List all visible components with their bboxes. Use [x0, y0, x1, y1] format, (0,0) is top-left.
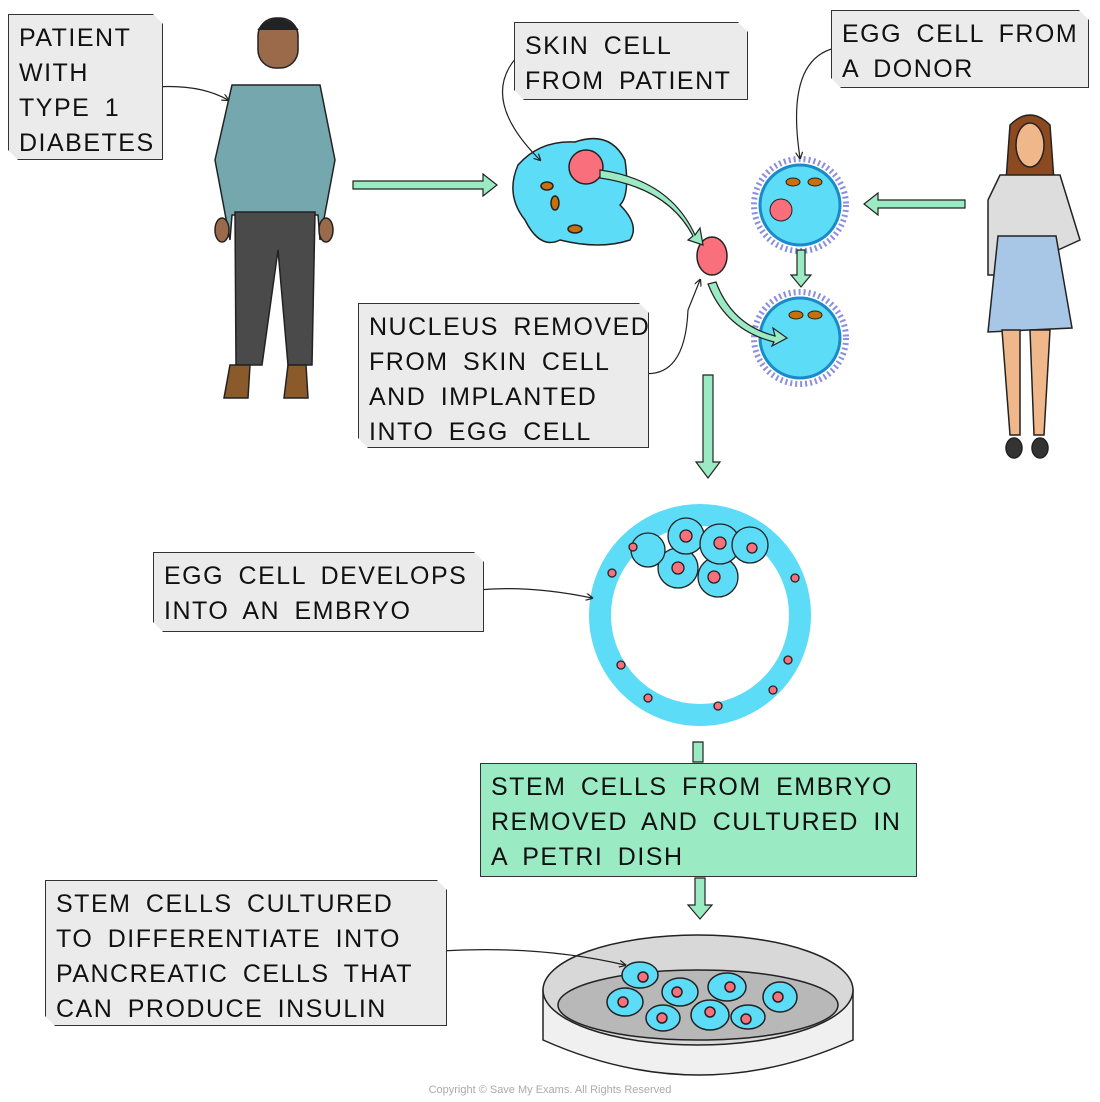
label-line: FROM PATIENT [525, 67, 732, 95]
patient-figure [214, 17, 336, 399]
embryo [589, 504, 811, 726]
label-nucleus: NUCLEUS REMOVED FROM SKIN CELL AND IMPLA… [358, 303, 649, 448]
label-patient: PATIENT WITH TYPE 1 DIABETES [8, 14, 163, 160]
egg-cell-donor [751, 156, 849, 254]
pointer-lines [154, 47, 836, 965]
label-egg-cell: EGG CELL FROM A DONOR [831, 10, 1089, 88]
label-line: STEM CELLS FROM EMBRYO [491, 773, 893, 801]
label-line: FROM SKIN CELL [369, 348, 611, 376]
skin-cell [512, 137, 635, 246]
label-line: WITH [19, 59, 89, 87]
donor-figure [987, 114, 1081, 459]
label-cultured: STEM CELLS CULTURED TO DIFFERENTIATE INT… [45, 880, 447, 1026]
label-line: A PETRI DISH [491, 843, 684, 871]
label-stem-cells: STEM CELLS FROM EMBRYO REMOVED AND CULTU… [480, 763, 917, 877]
label-line: INTO AN EMBRYO [164, 597, 412, 625]
label-line: EGG CELL DEVELOPS [164, 562, 468, 590]
removed-nucleus [696, 236, 728, 276]
label-line: PANCREATIC CELLS THAT [56, 960, 413, 988]
copyright: Copyright © Save My Exams. All Rights Re… [428, 1084, 672, 1096]
label-line: CAN PRODUCE INSULIN [56, 995, 387, 1023]
label-skin-cell: SKIN CELL FROM PATIENT [514, 22, 748, 100]
label-line: TO DIFFERENTIATE INTO [56, 925, 401, 953]
label-line: REMOVED AND CULTURED IN [491, 808, 902, 836]
label-line: STEM CELLS CULTURED [56, 890, 394, 918]
label-line: EGG CELL FROM [842, 20, 1079, 48]
label-line: AND IMPLANTED [369, 383, 598, 411]
label-line: DIABETES [19, 129, 155, 157]
label-embryo: EGG CELL DEVELOPS INTO AN EMBRYO [153, 552, 484, 632]
process-arrows [352, 169, 966, 920]
label-line: SKIN CELL [525, 32, 673, 60]
label-line: NUCLEUS REMOVED [369, 313, 651, 341]
label-line: INTO EGG CELL [369, 418, 592, 446]
label-line: A DONOR [842, 55, 974, 83]
label-line: TYPE 1 [19, 94, 121, 122]
petri-dish [542, 934, 854, 1076]
label-line: PATIENT [19, 24, 132, 52]
